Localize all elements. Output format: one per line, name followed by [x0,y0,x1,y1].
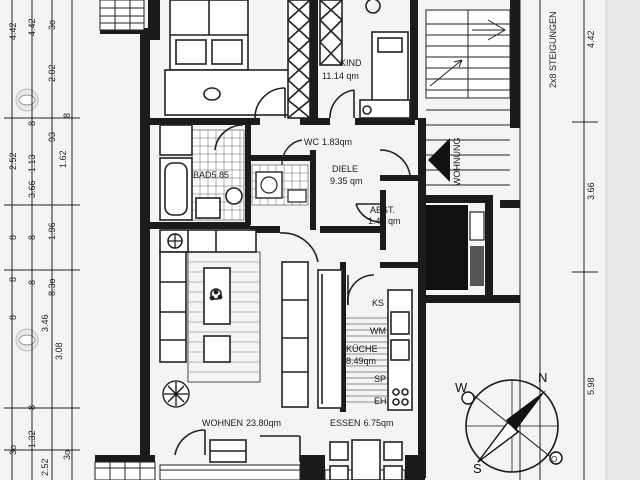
dim-left-inner: 3o 2.02 93 1.62 1.96 8.3o 8 3o [47,20,72,460]
dim-label: 8 [27,405,37,410]
dim-label: 3.66 [586,182,596,200]
wm-label: WM [370,326,386,336]
abst-label: ABST. [370,205,395,215]
living-room-furniture [159,229,261,383]
compass-s: S [473,461,482,476]
dim-label: 2.52 [8,152,18,170]
dining-table [329,439,403,480]
bedroom-wardrobe [287,0,311,119]
wohnung-label: WOHNUNG [452,138,462,187]
dim-label: 4.42 [8,22,18,40]
dim-right: 4.42 3.66 5.98 [586,30,596,395]
diele-doors [279,149,411,263]
binder-hole-bottom [15,328,39,352]
wohnen-area: 23.80qm [246,418,281,428]
stairs-label: 2x8 STEIGUNGEN [548,11,558,88]
essen-area: 6.75qm [364,418,394,428]
wc-name: WC [304,137,319,147]
dim-label: 3.66 [27,180,37,198]
shelf-unit [281,261,343,409]
kind-label: KIND [340,58,362,68]
dim-label: 3.08 [54,342,64,360]
staircase [425,9,511,186]
dim-label: 1.96 [47,222,57,240]
dim-label: 1.32 [27,430,37,448]
bad-area: 5.85 [212,170,230,180]
compass-rose-icon [461,379,563,473]
tv-icon [167,233,183,249]
dim-label: 3.46 [40,314,50,332]
kitchen-counter [346,274,413,411]
shaft-block [426,205,485,290]
kueche-area: 8.49qm [346,356,376,366]
binder-hole-top [15,88,39,112]
dim-label: 3o [47,20,57,30]
abst-area: 1.43 qm [368,216,401,226]
dim-label: 1.13 [27,154,37,172]
dim-label: 93 [47,132,57,142]
dim-label: 1.62 [58,150,68,168]
dimension-lines-right [572,0,598,480]
kind-area: 11.14 qm [322,71,359,81]
dim-label: 5.98 [586,377,596,395]
dim-left-mid: 4.42 8 1.13 3.66 8 8 8 1.32 [27,18,37,448]
windows [94,0,406,480]
balcony-door [174,429,301,463]
dim-label: 8 [8,277,18,282]
diele-area: 9.35 qm [330,176,363,186]
dimension-lines-left [4,0,80,480]
wohnen-name: WOHNEN [202,418,243,428]
dim-label: 8 [8,235,18,240]
dim-label: 3o [62,450,72,460]
wc-area: 1.83qm [322,137,352,147]
dim-label: 8.3o [47,278,57,296]
bad-name: BAD [193,170,212,180]
essen-name: ESSEN [330,418,361,428]
sp-label: SP [374,374,386,384]
entrance-arrow-icon [428,138,450,182]
kueche-label: KÜCHE [346,344,378,354]
dim-label: 8 [8,315,18,320]
dim-label: 8 [27,121,37,126]
walls [95,0,520,480]
dim-label: 3o [8,445,18,455]
dim-label: 4.42 [27,18,37,36]
dim-label: 4.42 [586,30,596,48]
compass-o: O [551,455,557,464]
compass-w: W [455,380,468,395]
dim-label: 2.52 [40,458,50,476]
ks-label: KS [372,298,384,308]
wc-fixtures [251,139,309,206]
bathroom-fixtures [159,124,244,221]
compass-n: N [538,370,547,385]
kind-furniture [319,0,411,119]
dim-left-outer: 4.42 2.52 8 8 3.46 8 3.08 3o 2.52 [8,22,64,476]
bad-label: BAD5.85 [193,170,229,180]
dim-label: 8 [27,280,37,285]
diele-label: DIELE [332,164,358,174]
bedroom-furniture [164,0,291,119]
dim-label: 8 [27,235,37,240]
paper-edge [606,0,640,480]
dim-label: 8 [62,113,72,118]
plant-icon [162,380,190,408]
dim-label: 2.02 [47,64,57,82]
eh-label: EH [374,396,387,406]
